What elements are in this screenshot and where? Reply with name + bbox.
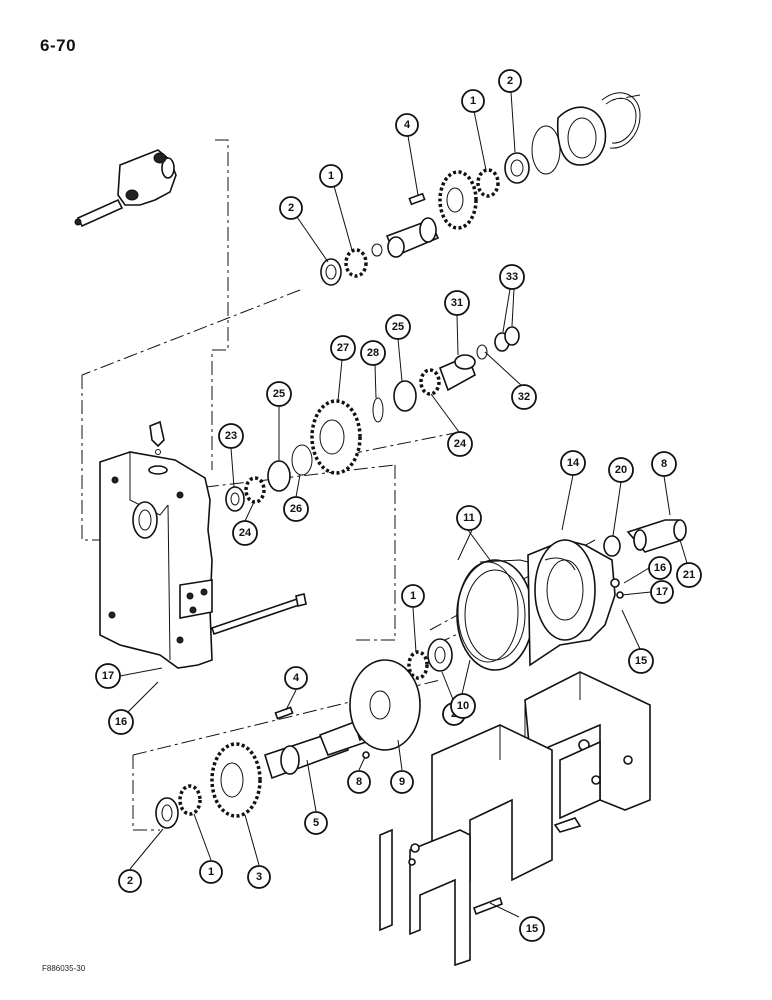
- drive-yoke: [74, 149, 177, 228]
- callout-c12: 24: [447, 431, 473, 457]
- callout-c7: 28: [360, 340, 386, 366]
- callout-c30: 10: [450, 693, 476, 719]
- callout-c37: 15: [519, 916, 545, 942]
- callout-label: 4: [404, 119, 411, 131]
- callout-label: 2: [127, 875, 133, 887]
- callout-label: 8: [356, 776, 362, 788]
- callout-c13: 25: [266, 381, 292, 407]
- callout-label: 24: [454, 438, 467, 450]
- callout-label: 1: [410, 590, 416, 602]
- callout-c19: 8: [651, 451, 677, 477]
- callout-label: 17: [656, 586, 668, 598]
- leader-lines: [119, 91, 688, 918]
- callout-c23: 21: [676, 562, 702, 588]
- callout-c33: 5: [304, 811, 328, 835]
- callout-label: 20: [615, 464, 627, 476]
- callout-c4: 1: [461, 89, 485, 113]
- callout-label: 14: [567, 457, 580, 469]
- callout-c16: 26: [283, 496, 309, 522]
- callout-label: 24: [239, 527, 252, 539]
- callout-c3: 4: [395, 113, 419, 137]
- callout-label: 2: [507, 75, 513, 87]
- callout-label: 17: [102, 670, 114, 682]
- callout-label: 15: [526, 923, 538, 935]
- callout-label: 1: [470, 95, 476, 107]
- callout-c32: 9: [390, 770, 414, 794]
- callout-c24: 15: [628, 648, 654, 674]
- callout-c36: 3: [247, 865, 271, 889]
- callout-c25: 1: [401, 584, 425, 608]
- callout-label: 33: [506, 271, 518, 283]
- callout-c31: 8: [347, 770, 371, 794]
- callout-label: 8: [661, 458, 667, 470]
- callout-c11: 32: [511, 384, 537, 410]
- callout-c1: 2: [279, 196, 303, 220]
- callout-c35: 1: [199, 860, 223, 884]
- callout-label: 23: [225, 430, 237, 442]
- callout-label: 4: [293, 672, 300, 684]
- callout-label: 21: [683, 569, 695, 581]
- mounting-brackets: [379, 671, 651, 967]
- callout-label: 25: [392, 321, 404, 333]
- callout-label: 25: [273, 388, 285, 400]
- callout-label: 16: [654, 562, 666, 574]
- transfer-case-housing: [99, 420, 307, 669]
- output-cover: [456, 519, 687, 671]
- callout-c21: 16: [648, 556, 672, 580]
- page-number: 6-70: [40, 36, 77, 55]
- callout-label: 11: [463, 512, 475, 524]
- callout-label: 26: [290, 503, 302, 515]
- callout-label: 3: [256, 871, 262, 883]
- callout-label: 1: [328, 170, 334, 182]
- lower-shaft-assembly: [155, 638, 453, 829]
- callout-c2: 1: [319, 164, 343, 188]
- callout-label: 5: [313, 817, 319, 829]
- callout-c22: 17: [650, 580, 674, 604]
- upper-shaft-assembly: [320, 92, 641, 286]
- callout-c18: 20: [608, 457, 634, 483]
- callout-label: 27: [337, 342, 349, 354]
- callout-c20: 11: [456, 505, 482, 531]
- callout-label: 32: [518, 391, 530, 403]
- callout-c27: 16: [108, 709, 134, 735]
- callout-label: 31: [451, 297, 463, 309]
- callout-label: 16: [115, 716, 127, 728]
- callout-c17: 14: [560, 450, 586, 476]
- callout-c28: 4: [284, 666, 308, 690]
- callout-label: 15: [635, 655, 647, 667]
- callout-c10: 33: [499, 264, 525, 290]
- callout-label: 10: [457, 700, 469, 712]
- figure-code: F886035-30: [42, 964, 86, 973]
- callout-label: 2: [288, 202, 294, 214]
- callout-label: 28: [367, 347, 379, 359]
- callout-c14: 23: [218, 423, 244, 449]
- callout-label: 1: [208, 866, 214, 878]
- callout-c9: 31: [444, 290, 470, 316]
- callout-c15: 24: [232, 520, 258, 546]
- middle-shaft-assembly: [225, 326, 520, 512]
- callout-c6: 27: [330, 335, 356, 361]
- callout-c5: 2: [498, 69, 522, 93]
- callout-c34: 2: [118, 869, 142, 893]
- callout-c26: 17: [95, 663, 121, 689]
- callout-c8: 25: [385, 314, 411, 340]
- callout-label: 9: [399, 776, 405, 788]
